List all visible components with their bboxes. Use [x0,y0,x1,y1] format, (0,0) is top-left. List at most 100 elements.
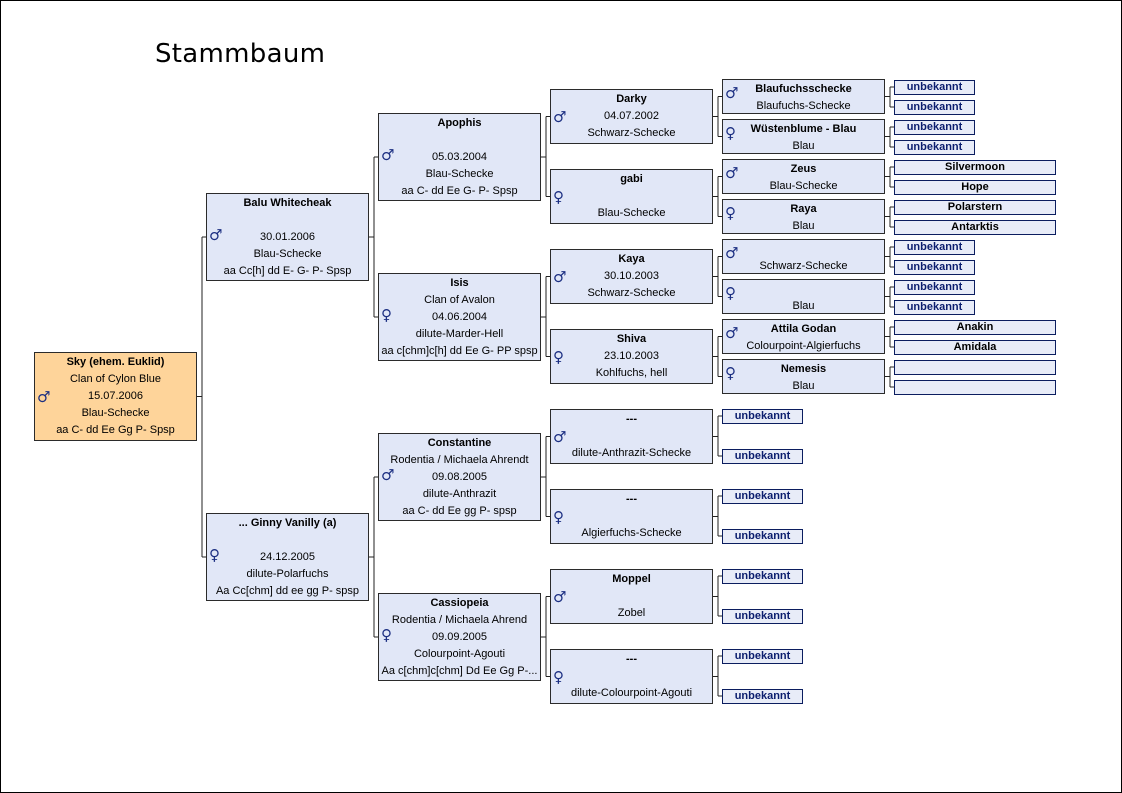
unknown-ancestor-label[interactable]: unbekannt [722,409,803,424]
unknown-ancestor-label[interactable]: unbekannt [722,569,803,584]
male-symbol-icon: ♂ [553,268,567,286]
animal-card[interactable]: Schwarz-Schecke♂ [722,239,885,274]
female-symbol-icon: ♀ [725,284,736,302]
animal-card[interactable]: --- Algierfuchs-Schecke ♀ [550,489,713,544]
animal-card[interactable]: Moppel Zobel♂ [550,569,713,624]
male-symbol-icon: ♂ [553,108,567,126]
ancestor-name-label[interactable]: Hope [894,180,1056,195]
unknown-ancestor-label[interactable]: unbekannt [722,529,803,544]
male-symbol-icon: ♂ [725,164,739,182]
male-symbol-icon: ♂ [553,588,567,606]
female-symbol-icon: ♀ [553,188,564,206]
male-symbol-icon: ♂ [381,466,395,484]
ancestor-name-label[interactable]: Polarstern [894,200,1056,215]
animal-name: Blaufuchsschecke [755,83,852,95]
animal-detail [551,668,712,685]
animal-card[interactable]: ... Ginny Vanilly (a) 24.12.2005 dilute-P… [206,513,369,601]
male-symbol-icon: ♂ [381,146,395,164]
animal-detail: aa C- dd Ee gg P- spsp [402,505,517,517]
animal-detail: 05.03.2004 [431,151,488,163]
animal-name: Nemesis [780,363,827,375]
unknown-ancestor-label[interactable]: unbekannt [894,80,975,95]
ancestor-name-label[interactable]: Silvermoon [894,160,1056,175]
animal-detail [379,132,540,149]
male-symbol-icon: ♂ [725,84,739,102]
male-symbol-icon: ♂ [37,388,51,406]
unknown-ancestor-label[interactable]: unbekannt [722,649,803,664]
ancestor-name-label[interactable] [894,380,1056,395]
female-symbol-icon: ♀ [725,124,736,142]
animal-detail: 24.12.2005 [259,551,316,563]
animal-detail: Colourpoint-Agouti [413,648,506,660]
animal-name: Cassiopeia [430,597,489,609]
female-symbol-icon: ♀ [381,626,392,644]
unknown-ancestor-label[interactable]: unbekannt [894,240,975,255]
animal-name: --- [626,493,637,505]
animal-name: Balu Whitecheak [243,197,332,209]
animal-name: Raya [790,203,817,215]
unknown-ancestor-label[interactable]: unbekannt [722,489,803,504]
animal-card[interactable]: gabi Blau-Schecke♀ [550,169,713,224]
unknown-ancestor-label[interactable]: unbekannt [894,120,975,135]
female-symbol-icon: ♀ [553,508,564,526]
animal-detail: aa C- dd Ee G- P- Spsp [401,185,518,197]
animal-detail: Aa Cc[chm] dd ee gg P- spsp [215,585,360,597]
animal-name: --- [626,413,637,425]
animal-detail: Algierfuchs-Schecke [581,527,682,539]
animal-detail: Kohlfuchs, hell [595,367,668,379]
animal-detail [551,428,712,445]
animal-detail: Schwarz-Schecke [759,260,848,272]
animal-detail: dilute-Marder-Hell [415,328,504,340]
animal-detail: Blaufuchs-Schecke [756,100,851,112]
animal-detail: dilute-Colourpoint-Agouti [570,687,693,699]
animal-detail: dilute-Polarfuchs [246,568,329,580]
animal-name: ... Ginny Vanilly (a) [238,517,337,529]
animal-card[interactable]: --- dilute-Colourpoint-Agouti♀ [550,649,713,704]
ancestor-name-label[interactable] [894,360,1056,375]
animal-name: Kaya [618,253,645,265]
unknown-ancestor-label[interactable]: unbekannt [894,100,975,115]
male-symbol-icon: ♂ [209,226,223,244]
animal-detail [207,532,368,549]
unknown-ancestor-label[interactable]: unbekannt [722,689,803,704]
animal-detail: dilute-Anthrazit-Schecke [571,447,692,459]
animal-detail: Blau-Schecke [253,248,322,260]
animal-name: Wüstenblume - Blau [750,123,857,135]
animal-card[interactable]: --- dilute-Anthrazit-Schecke♂ [550,409,713,464]
animal-detail: Blau [792,380,815,392]
unknown-ancestor-label[interactable]: unbekannt [894,280,975,295]
animal-name [723,241,884,258]
ancestor-name-label[interactable]: Amidala [894,340,1056,355]
animal-card[interactable]: Blau♀ [722,279,885,314]
ancestor-name-label[interactable]: Anakin [894,320,1056,335]
unknown-ancestor-label[interactable]: unbekannt [894,140,975,155]
unknown-ancestor-label[interactable]: unbekannt [894,300,975,315]
animal-name: --- [626,653,637,665]
animal-detail: Rodentia / Michaela Ahrend [391,614,528,626]
unknown-ancestor-label[interactable]: unbekannt [722,449,803,464]
animal-detail: 04.06.2004 [431,311,488,323]
unknown-ancestor-label[interactable]: unbekannt [894,260,975,275]
animal-detail: Colourpoint-Algierfuchs [746,340,861,352]
ancestor-name-label[interactable]: Antarktis [894,220,1056,235]
animal-detail [207,212,368,229]
female-symbol-icon: ♀ [381,306,392,324]
unknown-ancestor-label[interactable]: unbekannt [722,609,803,624]
animal-detail: Blau-Schecke [769,180,838,192]
